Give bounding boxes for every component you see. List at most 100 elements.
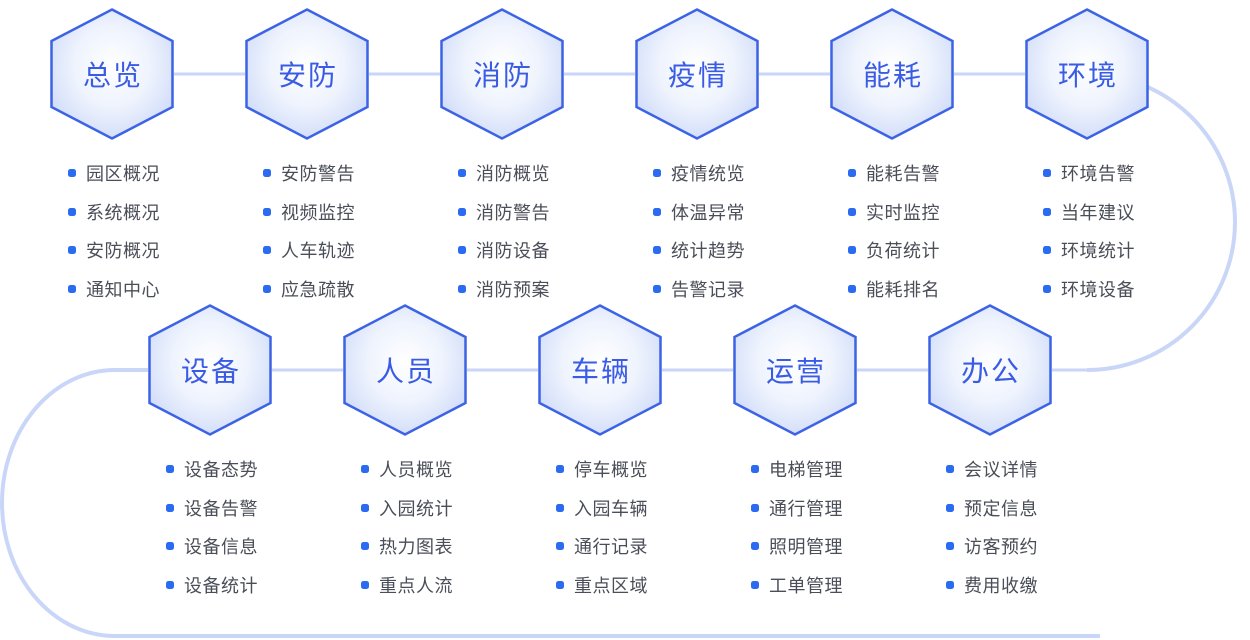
bullet-icon (263, 207, 271, 216)
menu-item: 当年建议 (1025, 193, 1235, 232)
bullet-icon (458, 246, 466, 255)
hex-node-office: 办公 会议详情 预定信息 访客预约 费用收缴 (928, 304, 1052, 596)
hex-title: 消防 (472, 60, 533, 91)
menu-item: 电梯管理 (733, 450, 943, 489)
menu-item: 人车轨迹 (245, 231, 455, 270)
menu-list: 消防概览 消防警告 消防设备 消防预案 (440, 154, 650, 308)
menu-item-label: 通行管理 (769, 498, 843, 519)
menu-item: 安防警告 (245, 154, 455, 193)
menu-item-label: 体温异常 (671, 202, 745, 223)
menu-item: 热力图表 (343, 527, 553, 566)
menu-item: 环境设备 (1025, 270, 1235, 309)
hex-title: 能耗 (862, 60, 923, 91)
bullet-icon (166, 503, 174, 512)
menu-item: 能耗排名 (830, 270, 1040, 309)
menu-item-label: 环境统计 (1061, 241, 1135, 262)
menu-item: 视频监控 (245, 193, 455, 232)
menu-item-label: 人员概览 (379, 460, 453, 481)
bullet-icon (68, 284, 76, 293)
menu-item-label: 实时监控 (866, 202, 940, 223)
menu-item-label: 热力图表 (379, 537, 453, 558)
menu-item: 消防设备 (440, 231, 650, 270)
hexagon-shape: 安防 (245, 8, 369, 140)
menu-item: 设备信息 (148, 527, 358, 566)
menu-item-label: 设备告警 (184, 498, 258, 519)
menu-item: 环境告警 (1025, 154, 1235, 193)
bullet-icon (166, 465, 174, 474)
hexagon-shape: 运营 (733, 304, 857, 436)
menu-item-label: 负荷统计 (866, 241, 940, 262)
menu-item: 安防概况 (50, 231, 260, 270)
bullet-icon (556, 503, 564, 512)
menu-item-label: 系统概况 (86, 202, 160, 223)
hexagon-icon (148, 304, 272, 436)
hex-title: 环境 (1057, 60, 1118, 91)
menu-item: 消防预案 (440, 270, 650, 309)
bullet-icon (458, 207, 466, 216)
menu-item: 工单管理 (733, 566, 943, 605)
bullet-icon (458, 169, 466, 178)
hex-node-equipment: 设备 设备态势 设备告警 设备信息 设备统计 (148, 304, 272, 596)
bullet-icon (166, 580, 174, 589)
hexagon-icon (1025, 8, 1149, 140)
hex-title: 总览 (82, 60, 143, 91)
menu-item: 统计趋势 (635, 231, 845, 270)
menu-item: 系统概况 (50, 193, 260, 232)
hex-title: 安防 (277, 60, 338, 91)
menu-item-label: 照明管理 (769, 537, 843, 558)
menu-item: 体温异常 (635, 193, 845, 232)
menu-item: 预定信息 (928, 489, 1138, 528)
bullet-icon (653, 246, 661, 255)
hex-title: 设备 (180, 356, 241, 387)
menu-item: 入园车辆 (538, 489, 748, 528)
hex-node-environment: 环境 环境告警 当年建议 环境统计 环境设备 (1025, 8, 1149, 300)
menu-item: 会议详情 (928, 450, 1138, 489)
bullet-icon (848, 284, 856, 293)
hex-node-overview: 总览 园区概况 系统概况 安防概况 通知中心 (50, 8, 174, 300)
menu-item-label: 入园车辆 (574, 498, 648, 519)
bullet-icon (946, 580, 954, 589)
bullet-icon (556, 465, 564, 474)
menu-list: 停车概览 入园车辆 通行记录 重点区域 (538, 450, 748, 604)
menu-item-label: 人车轨迹 (281, 241, 355, 262)
hexagon-shape: 办公 (928, 304, 1052, 436)
hexagon-shape: 车辆 (538, 304, 662, 436)
menu-item: 消防概览 (440, 154, 650, 193)
hexagon-icon (245, 8, 369, 140)
menu-item-label: 访客预约 (964, 537, 1038, 558)
bullet-icon (361, 503, 369, 512)
hexagon-icon (635, 8, 759, 140)
menu-item-label: 当年建议 (1061, 202, 1135, 223)
bullet-icon (1043, 284, 1051, 293)
bullet-icon (68, 169, 76, 178)
menu-item-label: 能耗告警 (866, 164, 940, 185)
menu-item: 设备统计 (148, 566, 358, 605)
hex-title: 运营 (765, 356, 826, 387)
menu-item-label: 安防警告 (281, 164, 355, 185)
menu-item: 应急疏散 (245, 270, 455, 309)
menu-item-label: 入园统计 (379, 498, 453, 519)
bullet-icon (263, 284, 271, 293)
hex-node-energy: 能耗 能耗告警 实时监控 负荷统计 能耗排名 (830, 8, 954, 300)
menu-item-label: 能耗排名 (866, 279, 940, 300)
hexagon-shape: 能耗 (830, 8, 954, 140)
menu-item: 费用收缴 (928, 566, 1138, 605)
menu-item-label: 停车概览 (574, 460, 648, 481)
menu-item: 告警记录 (635, 270, 845, 309)
menu-item: 重点人流 (343, 566, 553, 605)
bullet-icon (751, 542, 759, 551)
menu-item: 环境统计 (1025, 231, 1235, 270)
bullet-icon (751, 503, 759, 512)
hex-node-fire: 消防 消防概览 消防警告 消防设备 消防预案 (440, 8, 564, 300)
bullet-icon (556, 580, 564, 589)
hexagon-icon (928, 304, 1052, 436)
menu-item-label: 会议详情 (964, 460, 1038, 481)
menu-item-label: 费用收缴 (964, 575, 1038, 596)
menu-list: 安防警告 视频监控 人车轨迹 应急疏散 (245, 154, 455, 308)
menu-item-label: 环境告警 (1061, 164, 1135, 185)
bullet-icon (848, 246, 856, 255)
hex-node-vehicle: 车辆 停车概览 入园车辆 通行记录 重点区域 (538, 304, 662, 596)
flow-arc-lines (0, 72, 1237, 638)
menu-item-label: 通行记录 (574, 537, 648, 558)
bullet-icon (263, 246, 271, 255)
